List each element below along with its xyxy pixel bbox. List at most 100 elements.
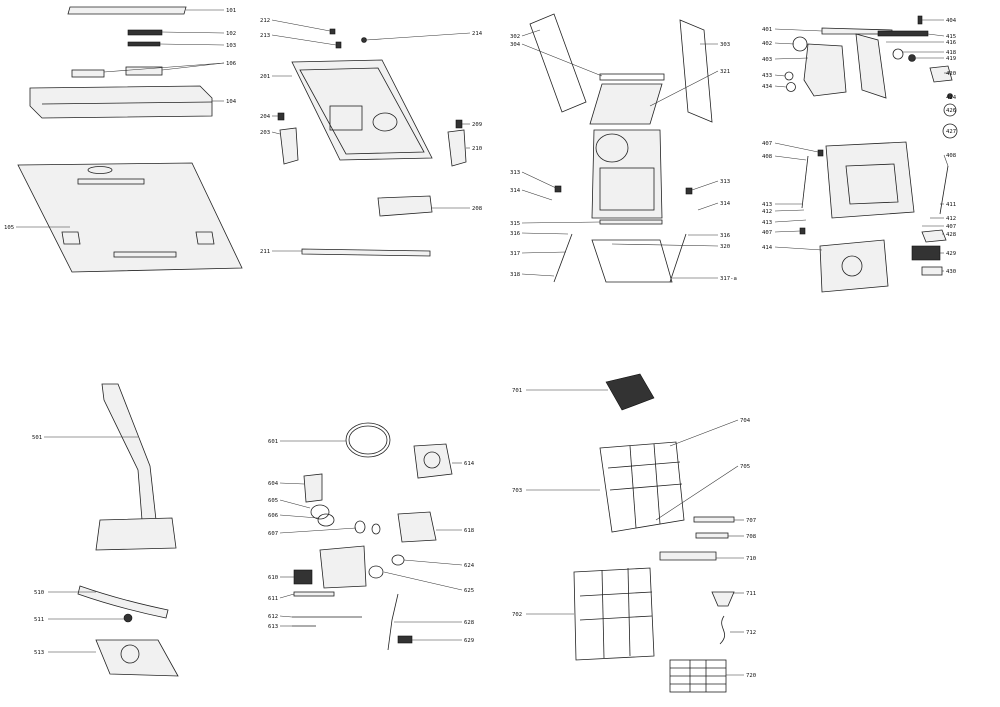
part-427-wheel bbox=[942, 123, 958, 139]
part-510-spray-arm bbox=[77, 585, 169, 619]
part-424-screw bbox=[947, 93, 953, 99]
part-434-ring bbox=[786, 82, 796, 92]
part-302-side-panel bbox=[529, 13, 587, 113]
group-700-racks-assembly bbox=[573, 373, 735, 693]
label-408b: 408 bbox=[946, 153, 957, 159]
label-705: 705 bbox=[740, 464, 750, 470]
label-402: 402 bbox=[762, 41, 772, 47]
label-320: 320 bbox=[720, 244, 730, 250]
part-214-clip bbox=[361, 37, 367, 43]
group-200-frame-assembly bbox=[277, 28, 467, 257]
part-711-cap bbox=[711, 591, 735, 607]
label-321: 321 bbox=[720, 69, 730, 75]
label-105: 105 bbox=[4, 225, 14, 231]
part-102-button-set bbox=[127, 29, 163, 36]
label-204: 204 bbox=[260, 114, 271, 120]
label-513: 513 bbox=[34, 650, 44, 656]
label-210: 210 bbox=[472, 146, 482, 152]
label-303: 303 bbox=[720, 42, 730, 48]
part-618-circulation-pump bbox=[397, 511, 437, 543]
part-303-side-panel bbox=[679, 19, 713, 123]
part-511-nut bbox=[123, 613, 133, 623]
part-212-screw bbox=[329, 28, 336, 35]
label-702: 702 bbox=[512, 612, 522, 618]
part-710-inlet bbox=[659, 551, 717, 561]
part-211-bottom-strip bbox=[301, 248, 431, 257]
part-313-clip-left bbox=[554, 185, 562, 193]
label-316b: 316 bbox=[720, 233, 730, 239]
label-212: 212 bbox=[260, 18, 270, 24]
label-106: 106 bbox=[226, 61, 236, 67]
label-407c: 407 bbox=[946, 224, 956, 230]
label-510: 510 bbox=[34, 590, 44, 596]
part-611-pipe bbox=[293, 591, 335, 597]
group-600-sump-assembly bbox=[292, 422, 453, 651]
label-211: 211 bbox=[260, 249, 270, 255]
label-708: 708 bbox=[746, 534, 757, 540]
label-618: 618 bbox=[464, 528, 475, 534]
part-104-control-panel bbox=[29, 85, 213, 119]
part-501-supply-pipe bbox=[101, 383, 157, 521]
part-428-filter-plate bbox=[921, 229, 947, 243]
part-702-lower-rack bbox=[573, 567, 655, 661]
part-tub-body bbox=[591, 129, 663, 219]
label-419: 419 bbox=[946, 56, 956, 62]
part-408-rod-right bbox=[939, 165, 949, 215]
label-428: 428 bbox=[946, 232, 957, 238]
label-628: 628 bbox=[464, 620, 475, 626]
label-315: 315 bbox=[510, 221, 520, 227]
label-412a: 412 bbox=[762, 209, 772, 215]
part-204-bolt bbox=[277, 112, 285, 121]
label-213: 213 bbox=[260, 33, 270, 39]
label-605: 605 bbox=[268, 498, 278, 504]
label-314b: 314 bbox=[720, 201, 731, 207]
label-604: 604 bbox=[268, 481, 279, 487]
part-321-top-panel bbox=[589, 83, 663, 125]
part-513-filter-base bbox=[95, 639, 179, 677]
label-712: 712 bbox=[746, 630, 756, 636]
label-104: 104 bbox=[226, 99, 237, 105]
label-710: 710 bbox=[746, 556, 756, 562]
label-314a: 314 bbox=[510, 188, 521, 194]
label-415: 415 bbox=[946, 34, 956, 40]
part-313-clip-right bbox=[685, 187, 693, 195]
group-100-door-assembly bbox=[17, 6, 243, 273]
label-720: 720 bbox=[746, 673, 756, 679]
label-403: 403 bbox=[762, 57, 772, 63]
label-413b: 413 bbox=[762, 220, 772, 226]
label-101: 101 bbox=[226, 8, 236, 14]
part-213-screw bbox=[335, 41, 342, 49]
label-102: 102 bbox=[226, 31, 236, 37]
part-426-wheel bbox=[943, 103, 957, 117]
part-415-heater-element bbox=[877, 30, 929, 37]
label-214: 214 bbox=[472, 31, 483, 37]
group-300-tub-assembly bbox=[529, 13, 713, 283]
callout-labels: 101 102 103 106 104 105 212 213 214 201 … bbox=[4, 8, 957, 679]
label-625: 625 bbox=[464, 588, 474, 594]
label-203: 203 bbox=[260, 130, 270, 136]
label-711: 711 bbox=[746, 591, 756, 597]
label-701: 701 bbox=[512, 388, 522, 394]
label-433: 433 bbox=[762, 73, 772, 79]
part-419-sensor bbox=[908, 54, 916, 62]
label-413a: 413 bbox=[762, 202, 772, 208]
part-317a-rail-right bbox=[669, 233, 687, 283]
group-400-base-assembly bbox=[784, 15, 958, 293]
part-416-cover bbox=[855, 33, 887, 99]
label-103: 103 bbox=[226, 43, 236, 49]
label-426: 426 bbox=[946, 108, 956, 114]
part-106-display-board-b bbox=[125, 66, 163, 76]
label-613: 613 bbox=[268, 624, 278, 630]
label-313a: 313 bbox=[510, 170, 520, 176]
label-434: 434 bbox=[762, 84, 773, 90]
part-418-seal bbox=[892, 48, 904, 60]
label-629: 629 bbox=[464, 638, 474, 644]
label-420: 420 bbox=[946, 71, 956, 77]
part-433-ring bbox=[784, 71, 794, 81]
part-712-wire bbox=[719, 615, 725, 645]
label-703: 703 bbox=[512, 488, 522, 494]
label-418: 418 bbox=[946, 50, 957, 56]
part-403-pump-body bbox=[803, 43, 847, 97]
part-414-base-tray bbox=[819, 239, 889, 293]
label-427: 427 bbox=[946, 129, 956, 135]
